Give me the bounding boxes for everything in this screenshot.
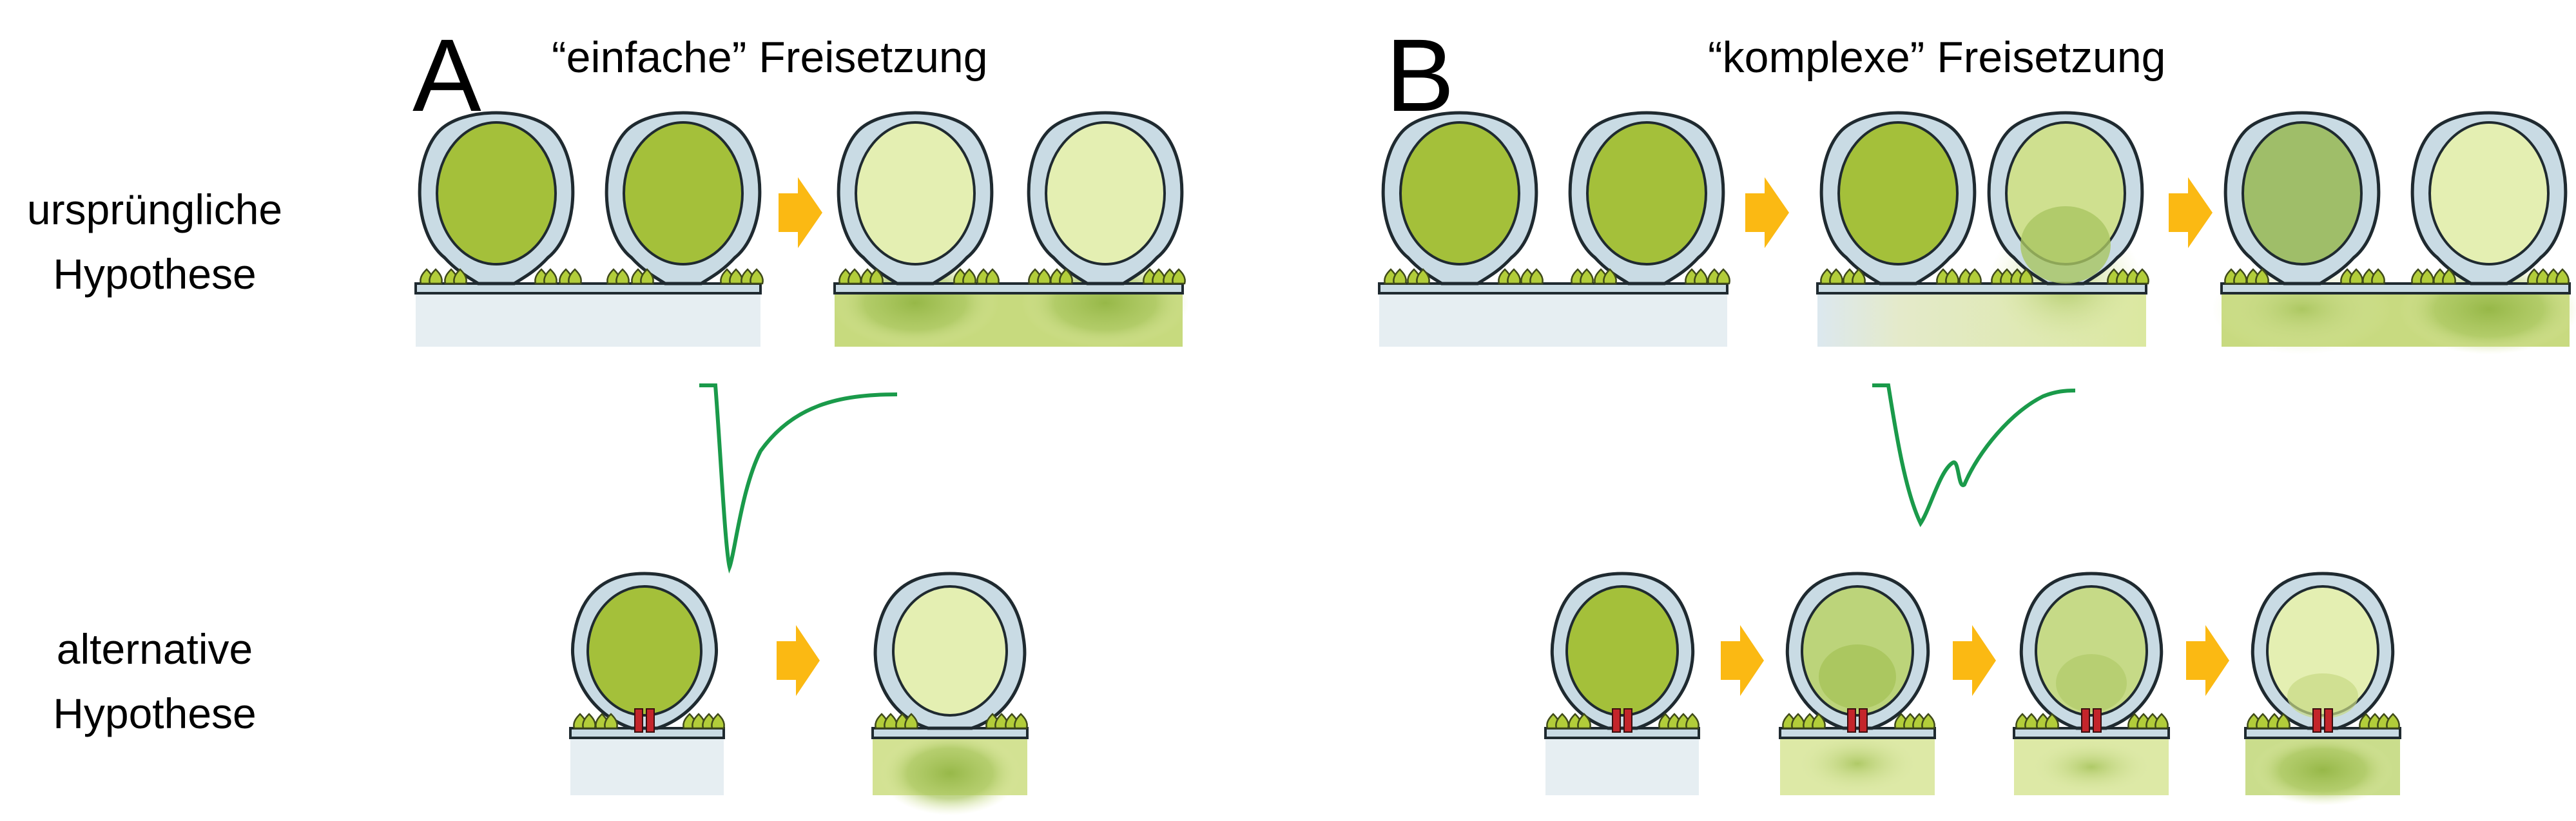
a-original-before <box>414 113 764 347</box>
panel-a-letter: A <box>412 17 481 133</box>
b-alternative-step1 <box>1544 572 1700 795</box>
b-original-step1 <box>1378 113 1730 347</box>
b-alternative-step3 <box>2013 572 2170 796</box>
b-original-step2 <box>1816 113 2149 348</box>
vesicle-empty <box>855 121 976 266</box>
fusion-pore <box>634 708 643 733</box>
b-original-arrow-1 <box>1745 177 1789 248</box>
b-alternative-arrow-3 <box>2186 625 2229 696</box>
b-alternative-arrow-2 <box>1953 625 1996 696</box>
row-label-alternative-line2: Hypothese <box>53 690 257 737</box>
current-trace-complex <box>1872 383 2076 527</box>
panel-a-title: “einfache” Freisetzung <box>552 33 988 82</box>
vesicle-full <box>623 121 744 266</box>
row-label-alternative-line1: alternative <box>57 625 253 673</box>
panel-b-title: “komplexe” Freisetzung <box>1708 33 2165 82</box>
b-original-step3 <box>2212 113 2576 354</box>
a-original-after <box>831 113 1189 348</box>
b-alternative-step4 <box>2244 572 2401 806</box>
row-label-original-line1: ursprüngliche <box>27 186 282 233</box>
a-alternative-after <box>871 572 1029 815</box>
vesicle-full <box>436 121 557 266</box>
b-alternative-arrow-1 <box>1721 625 1764 696</box>
row-label-original-line2: Hypothese <box>53 250 257 298</box>
a-alternative-arrow <box>777 625 820 696</box>
b-original-arrow-2 <box>2169 177 2213 248</box>
a-original-arrow <box>779 177 822 248</box>
cell-interior <box>416 287 760 347</box>
vesicle-empty <box>1045 121 1166 266</box>
a-alternative-before <box>569 572 725 795</box>
b-alternative-step2 <box>1779 572 1936 796</box>
current-trace-simple <box>699 383 898 574</box>
